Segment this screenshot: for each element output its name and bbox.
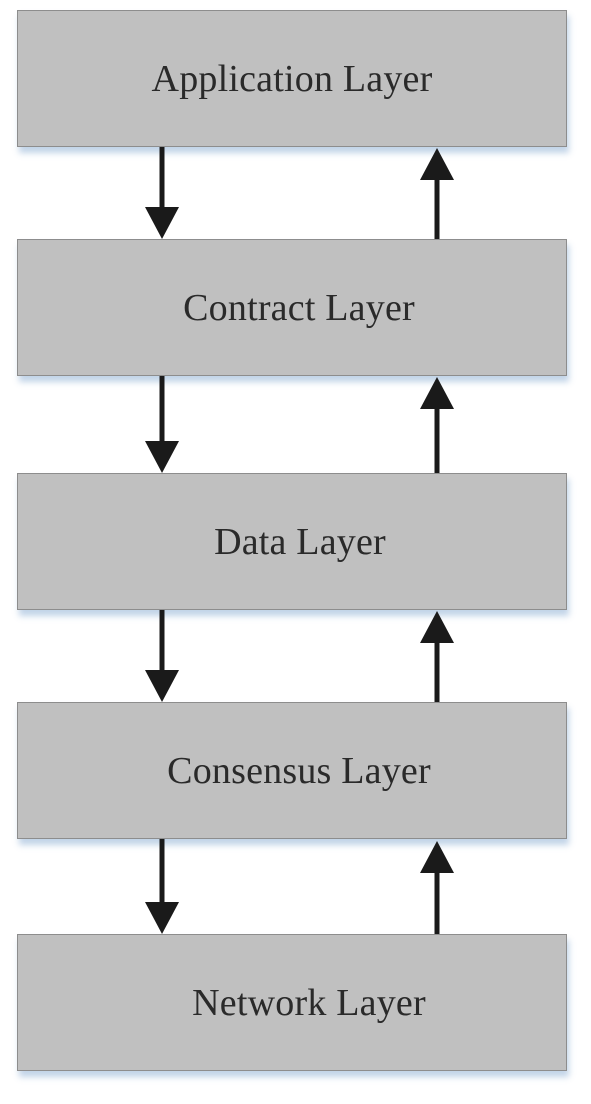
up-arrow-consensus-data [420, 611, 454, 702]
layer-label-consensus: Consensus Layer [167, 749, 431, 792]
down-arrow-data-consensus [145, 610, 179, 702]
down-arrow-consensus-network [145, 839, 179, 934]
layer-box-application: Application Layer [17, 10, 567, 147]
up-arrow-data-contract [420, 377, 454, 473]
layer-box-contract: Contract Layer [17, 239, 567, 376]
layer-box-data: Data Layer [17, 473, 567, 610]
layer-label-data: Data Layer [214, 520, 386, 563]
layer-box-network: Network Layer [17, 934, 567, 1071]
up-arrow-contract-application [420, 148, 454, 239]
down-arrow-application-contract [145, 147, 179, 239]
layer-label-application: Application Layer [151, 57, 433, 100]
down-arrow-contract-data [145, 376, 179, 473]
up-arrow-network-consensus [420, 841, 454, 934]
layer-label-network: Network Layer [192, 981, 426, 1024]
layer-label-contract: Contract Layer [183, 286, 415, 329]
layer-box-consensus: Consensus Layer [17, 702, 567, 839]
